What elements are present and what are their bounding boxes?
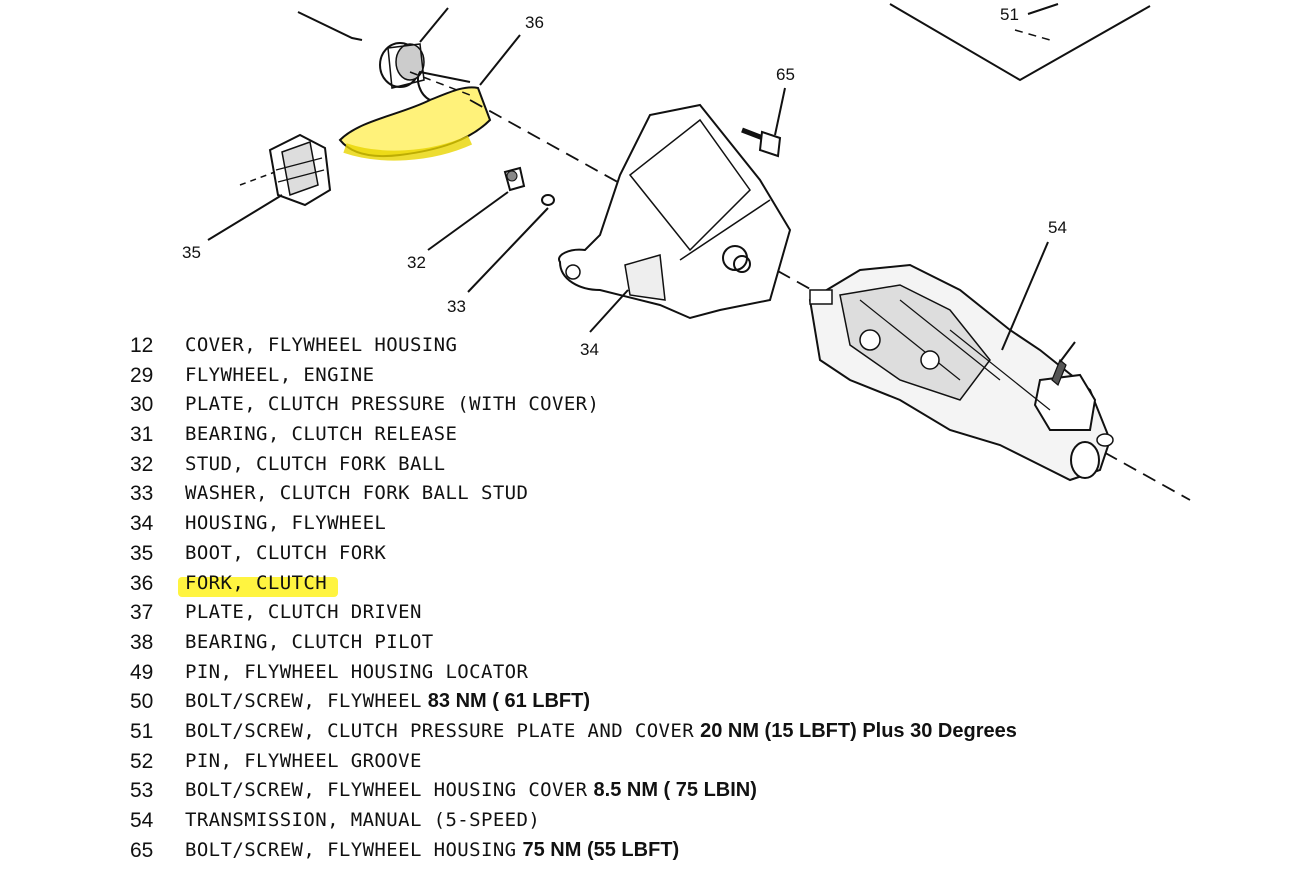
part-number: 65 — [130, 838, 154, 862]
leader-51 — [1027, 3, 1059, 15]
part-description: BEARING, CLUTCH PILOT — [185, 628, 434, 658]
part-label: BOLT/SCREW, FLYWHEEL — [185, 690, 422, 713]
pressure-plate-outline — [889, 3, 1151, 82]
part-number: 32 — [130, 452, 154, 476]
part-label: PLATE, CLUTCH DRIVEN — [185, 601, 422, 624]
part-label: PLATE, CLUTCH PRESSURE (WITH COVER) — [185, 393, 600, 416]
part-label: HOUSING, FLYWHEEL — [185, 512, 387, 535]
part-label: COVER, FLYWHEEL HOUSING — [185, 334, 458, 356]
part-number: 38 — [130, 630, 154, 654]
callout-36: 36 — [525, 13, 544, 32]
part-label: TRANSMISSION, MANUAL (5-SPEED) — [185, 809, 541, 831]
part-label: STUD, CLUTCH FORK BALL — [185, 452, 446, 475]
part-label: BOLT/SCREW, FLYWHEEL HOUSING — [185, 838, 517, 861]
part-description: HOUSING, FLYWHEEL — [185, 509, 386, 539]
leader-upper — [419, 7, 449, 43]
torque-spec: 20 NM (15 LBFT) Plus 30 Degrees — [700, 719, 1017, 742]
part-number: 29 — [130, 363, 154, 387]
part-number: 31 — [130, 423, 154, 447]
part-label: PIN, FLYWHEEL GROOVE — [185, 749, 422, 772]
clutch-fork-icon — [338, 70, 492, 161]
part-number: 12 — [130, 334, 154, 357]
part-label: FLYWHEEL, ENGINE — [185, 363, 375, 386]
ball-stud-washer-icon — [541, 194, 555, 206]
part-label: BOLT/SCREW, CLUTCH PRESSURE PLATE AND CO… — [185, 719, 695, 742]
part-number: 35 — [130, 541, 154, 565]
part-description: PIN, FLYWHEEL HOUSING LOCATOR — [185, 658, 528, 688]
manual-transmission-icon — [808, 263, 1114, 482]
part-number: 54 — [130, 809, 154, 832]
part-description: BOLT/SCREW, CLUTCH PRESSURE PLATE AND CO… — [185, 717, 1017, 747]
part-number: 49 — [130, 660, 154, 684]
callout-54: 54 — [1048, 218, 1067, 237]
part-description: PLATE, CLUTCH DRIVEN — [185, 598, 422, 628]
callout-32: 32 — [407, 253, 426, 272]
callout-34: 34 — [580, 340, 599, 359]
part-description: PIN, FLYWHEEL GROOVE — [185, 747, 422, 777]
part-number: 34 — [130, 512, 154, 536]
part-label: BEARING, CLUTCH PILOT — [185, 630, 434, 653]
part-description: FORK, CLUTCH — [185, 569, 327, 599]
part-label: BEARING, CLUTCH RELEASE — [185, 423, 458, 446]
part-number: 52 — [130, 749, 154, 773]
clutch-fork-ball-stud-icon — [503, 166, 526, 192]
leader-32 — [427, 191, 509, 251]
housing-cover-outline — [297, 11, 363, 41]
part-label: BOOT, CLUTCH FORK — [185, 541, 387, 564]
dashed-line-fork — [409, 71, 471, 96]
torque-spec: 8.5 NM ( 75 LBIN) — [593, 779, 757, 802]
callout-65: 65 — [776, 65, 795, 84]
highlight-mark — [178, 576, 338, 597]
part-description: WASHER, CLUTCH FORK BALL STUD — [185, 479, 528, 509]
leader-54 — [1001, 241, 1049, 351]
part-number: 33 — [130, 482, 154, 506]
part-description: TRANSMISSION, MANUAL (5-SPEED) — [185, 806, 540, 836]
part-number: 51 — [130, 719, 154, 743]
part-number: 36 — [130, 571, 154, 595]
flywheel-housing-icon — [558, 103, 792, 320]
callout-51: 51 — [1000, 5, 1019, 24]
part-description: COVER, FLYWHEEL HOUSING — [185, 331, 457, 361]
part-number: 37 — [130, 601, 154, 625]
part-description: FLYWHEEL, ENGINE — [185, 361, 374, 391]
torque-spec: 83 NM ( 61 LBFT) — [427, 690, 591, 713]
leader-36 — [479, 34, 521, 86]
part-description: PLATE, CLUTCH PRESSURE (WITH COVER) — [185, 390, 599, 420]
part-label: PIN, FLYWHEEL HOUSING LOCATOR — [185, 660, 529, 683]
callout-35: 35 — [182, 243, 201, 262]
dashed-line-boot — [239, 171, 276, 186]
part-description: BEARING, CLUTCH RELEASE — [185, 420, 457, 450]
leader-65 — [774, 87, 786, 136]
part-label: BOLT/SCREW, FLYWHEEL HOUSING COVER — [185, 779, 588, 802]
part-label: WASHER, CLUTCH FORK BALL STUD — [185, 482, 529, 505]
dashed-line-top — [1014, 29, 1051, 41]
pivot-bushing-icon — [379, 42, 425, 89]
part-number: 30 — [130, 393, 154, 417]
part-number: 50 — [130, 690, 154, 714]
part-label: FORK, CLUTCH — [185, 571, 328, 594]
leader-33 — [467, 207, 549, 293]
leader-35 — [207, 194, 283, 241]
leader-34 — [589, 289, 629, 333]
part-description: BOOT, CLUTCH FORK — [185, 539, 386, 569]
part-description: STUD, CLUTCH FORK BALL — [185, 450, 445, 480]
torque-spec: 75 NM (55 LBFT) — [522, 838, 680, 861]
callout-33: 33 — [447, 297, 466, 316]
part-number: 53 — [130, 779, 154, 803]
flywheel-housing-bolt-icon — [741, 127, 782, 158]
clutch-fork-boot-icon — [268, 133, 332, 207]
